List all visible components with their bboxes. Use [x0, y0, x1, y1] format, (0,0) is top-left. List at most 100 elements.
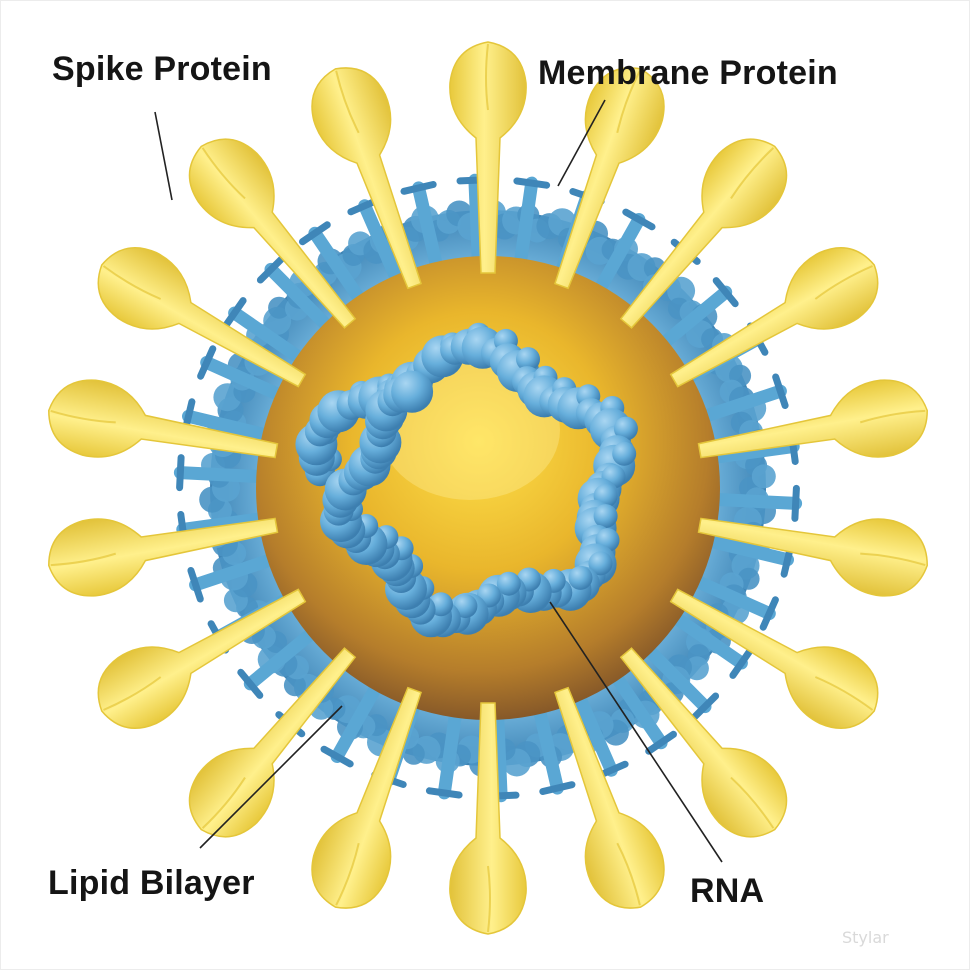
membrane-protein	[425, 707, 463, 800]
membrane-protein	[709, 484, 803, 522]
spike-protein-body	[619, 647, 788, 838]
rna-label: RNA	[690, 872, 765, 910]
rna-strand	[295, 322, 638, 638]
spike-protein-groove	[487, 865, 491, 933]
spike-protein-groove	[814, 265, 873, 300]
membrane-protein-stalk	[176, 512, 269, 536]
rna-bead	[568, 565, 593, 590]
membrane-protein-stalk	[308, 226, 367, 306]
membrane-protein-cap	[622, 208, 656, 231]
spike-protein-groove	[103, 676, 162, 711]
spike-protein-groove	[102, 265, 162, 300]
membrane-protein	[237, 626, 319, 699]
spike-protein	[619, 647, 788, 838]
membrane-protein-cap	[400, 181, 437, 195]
spike-protein-body	[449, 41, 527, 274]
spike-protein-body	[97, 246, 307, 388]
membrane-protein	[256, 255, 334, 333]
membrane-protein	[593, 208, 656, 296]
spike-protein-body	[48, 517, 279, 597]
membrane-protein-cap	[187, 567, 204, 603]
membrane-protein-stalk	[437, 707, 463, 800]
spike-protein	[188, 647, 357, 838]
membrane-protein-stalk	[243, 626, 319, 691]
spike-protein	[449, 41, 527, 274]
membrane-protein-stalk	[264, 262, 334, 333]
spike-protein-groove	[859, 409, 926, 424]
spike-protein-groove	[616, 842, 641, 906]
core-sphere	[256, 256, 720, 720]
membrane-protein	[400, 181, 444, 273]
lipid-bilayer-label: Lipid Bilayer	[48, 864, 255, 902]
rna-bead	[612, 441, 637, 466]
spike-protein-body	[311, 67, 422, 290]
spike-protein-body	[188, 647, 357, 838]
spike-protein-groove	[201, 777, 246, 829]
rna-bead	[496, 571, 521, 596]
membrane-protein-cap	[513, 177, 551, 189]
membrane-protein-stalk	[689, 574, 776, 620]
membrane-protein-label: Membrane Protein	[538, 54, 838, 92]
membrane-protein-stalk	[200, 356, 287, 402]
spike-protein	[697, 517, 928, 597]
spike-protein	[311, 686, 422, 909]
spike-protein	[188, 138, 357, 329]
membrane-protein-stalk	[330, 680, 383, 763]
membrane-protein	[609, 670, 677, 755]
rna-bead	[593, 504, 618, 529]
membrane-protein-cap	[712, 277, 739, 308]
membrane-protein-stalk	[189, 553, 278, 592]
spike-protein	[97, 246, 307, 388]
membrane-protein-cap	[222, 297, 247, 329]
membrane-protein-cap	[256, 255, 286, 284]
membrane-protein	[222, 297, 307, 365]
membrane-protein-stalk	[609, 670, 668, 750]
spike-protein-body	[619, 138, 788, 329]
spike-protein-body	[669, 588, 879, 730]
membrane-protein-stalk	[358, 199, 404, 286]
lipid-bilayer-leader	[199, 705, 343, 849]
spike-protein-groove	[335, 70, 360, 134]
spike-protein	[449, 702, 527, 935]
spike-protein-body	[554, 67, 665, 290]
membrane-protein-cap	[176, 454, 185, 492]
membrane-protein	[320, 680, 383, 768]
spike-protein-groove	[485, 43, 489, 111]
spike-protein-body	[311, 686, 422, 909]
membrane-protein	[173, 454, 267, 492]
membrane-protein-cap	[197, 345, 217, 380]
spike-protein-body	[554, 686, 665, 909]
spike-protein	[48, 379, 279, 459]
spike-protein-groove	[730, 776, 775, 829]
rna-leader	[549, 601, 723, 863]
membrane-protein-stalk	[412, 181, 444, 273]
bilayer-bump	[667, 276, 696, 305]
bilayer-bump	[751, 464, 776, 489]
rna-bead	[391, 370, 434, 413]
membrane-protein	[657, 277, 739, 350]
membrane-protein	[187, 553, 278, 603]
membrane-protein-cap	[237, 668, 264, 699]
membrane-protein-cap	[772, 373, 789, 409]
membrane-protein-stalk	[707, 440, 800, 464]
spike-protein	[48, 517, 279, 597]
membrane-protein-stalk	[182, 409, 273, 442]
membrane-protein	[689, 574, 779, 631]
spike-protein	[554, 67, 665, 290]
spike-protein-label: Spike Protein	[52, 50, 272, 88]
membrane-protein	[698, 373, 789, 423]
membrane-protein-cap	[645, 730, 677, 755]
spike-protein	[619, 138, 788, 329]
spike-protein-groove	[730, 147, 775, 199]
membrane-protein-cap	[320, 745, 354, 768]
spike-protein-body	[697, 517, 928, 597]
membrane-protein	[532, 703, 576, 795]
membrane-protein-leader	[557, 99, 606, 187]
membrane-protein-stalk	[468, 173, 485, 267]
membrane-protein-cap	[759, 596, 779, 631]
membrane-protein-cap	[299, 221, 331, 246]
rna-bead	[588, 551, 613, 576]
membrane-protein-cap	[690, 692, 720, 721]
